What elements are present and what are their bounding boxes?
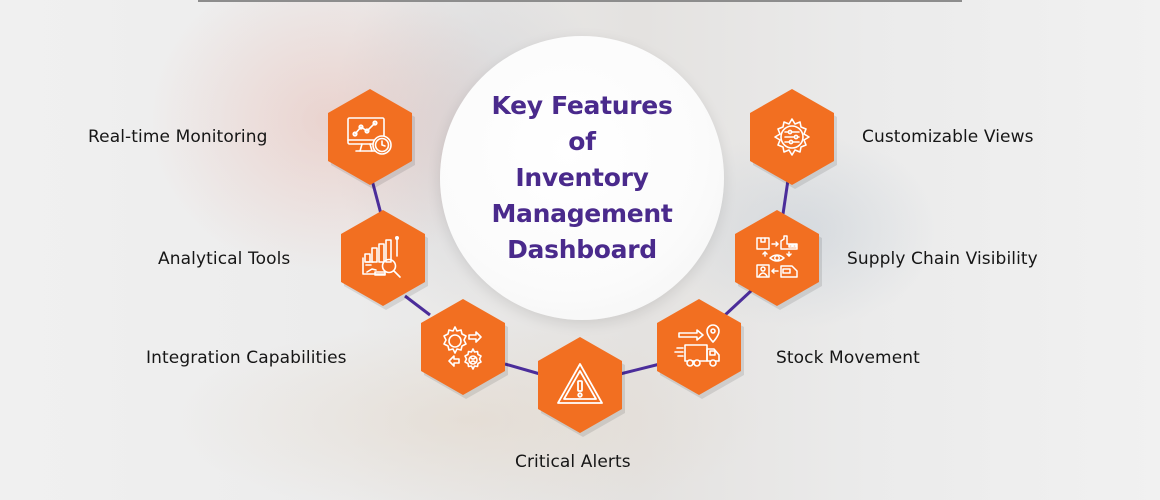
top-border-strip <box>198 0 962 2</box>
feature-label-supply-chain-visibility: Supply Chain Visibility <box>847 249 1038 269</box>
supply-chain-eye-icon <box>756 235 798 278</box>
feature-hex-real-time-monitoring <box>328 89 412 185</box>
feature-hex-critical-alerts <box>538 337 622 433</box>
diagram-title: Key Features of Inventory Management Das… <box>491 88 672 268</box>
title-line-5: Dashboard <box>507 235 657 264</box>
delivery-truck-location-icon <box>674 324 720 367</box>
feature-label-stock-movement: Stock Movement <box>776 348 920 368</box>
center-title-circle: Key Features of Inventory Management Das… <box>440 36 724 320</box>
monitor-chart-clock-icon <box>347 117 392 155</box>
title-line-4: Management <box>491 199 673 228</box>
warning-triangle-icon <box>557 363 603 404</box>
feature-hex-supply-chain-visibility <box>735 210 819 306</box>
title-line-3: Inventory <box>515 163 649 192</box>
feature-hex-stock-movement <box>657 299 741 395</box>
bar-chart-magnifier-icon <box>362 236 401 278</box>
feature-label-integration-capabilities: Integration Capabilities <box>146 348 347 368</box>
title-line-2: of <box>568 127 596 156</box>
feature-label-customizable-views: Customizable Views <box>862 127 1034 147</box>
gears-arrows-icon <box>443 326 482 370</box>
feature-hex-customizable-views <box>750 89 834 185</box>
feature-hex-integration-capabilities <box>421 299 505 395</box>
feature-label-analytical-tools: Analytical Tools <box>158 249 291 269</box>
gear-sliders-icon <box>774 118 810 156</box>
feature-label-critical-alerts: Critical Alerts <box>515 452 631 472</box>
feature-label-real-time-monitoring: Real-time Monitoring <box>88 127 268 147</box>
feature-hex-analytical-tools <box>341 210 425 306</box>
title-line-1: Key Features <box>491 91 673 120</box>
